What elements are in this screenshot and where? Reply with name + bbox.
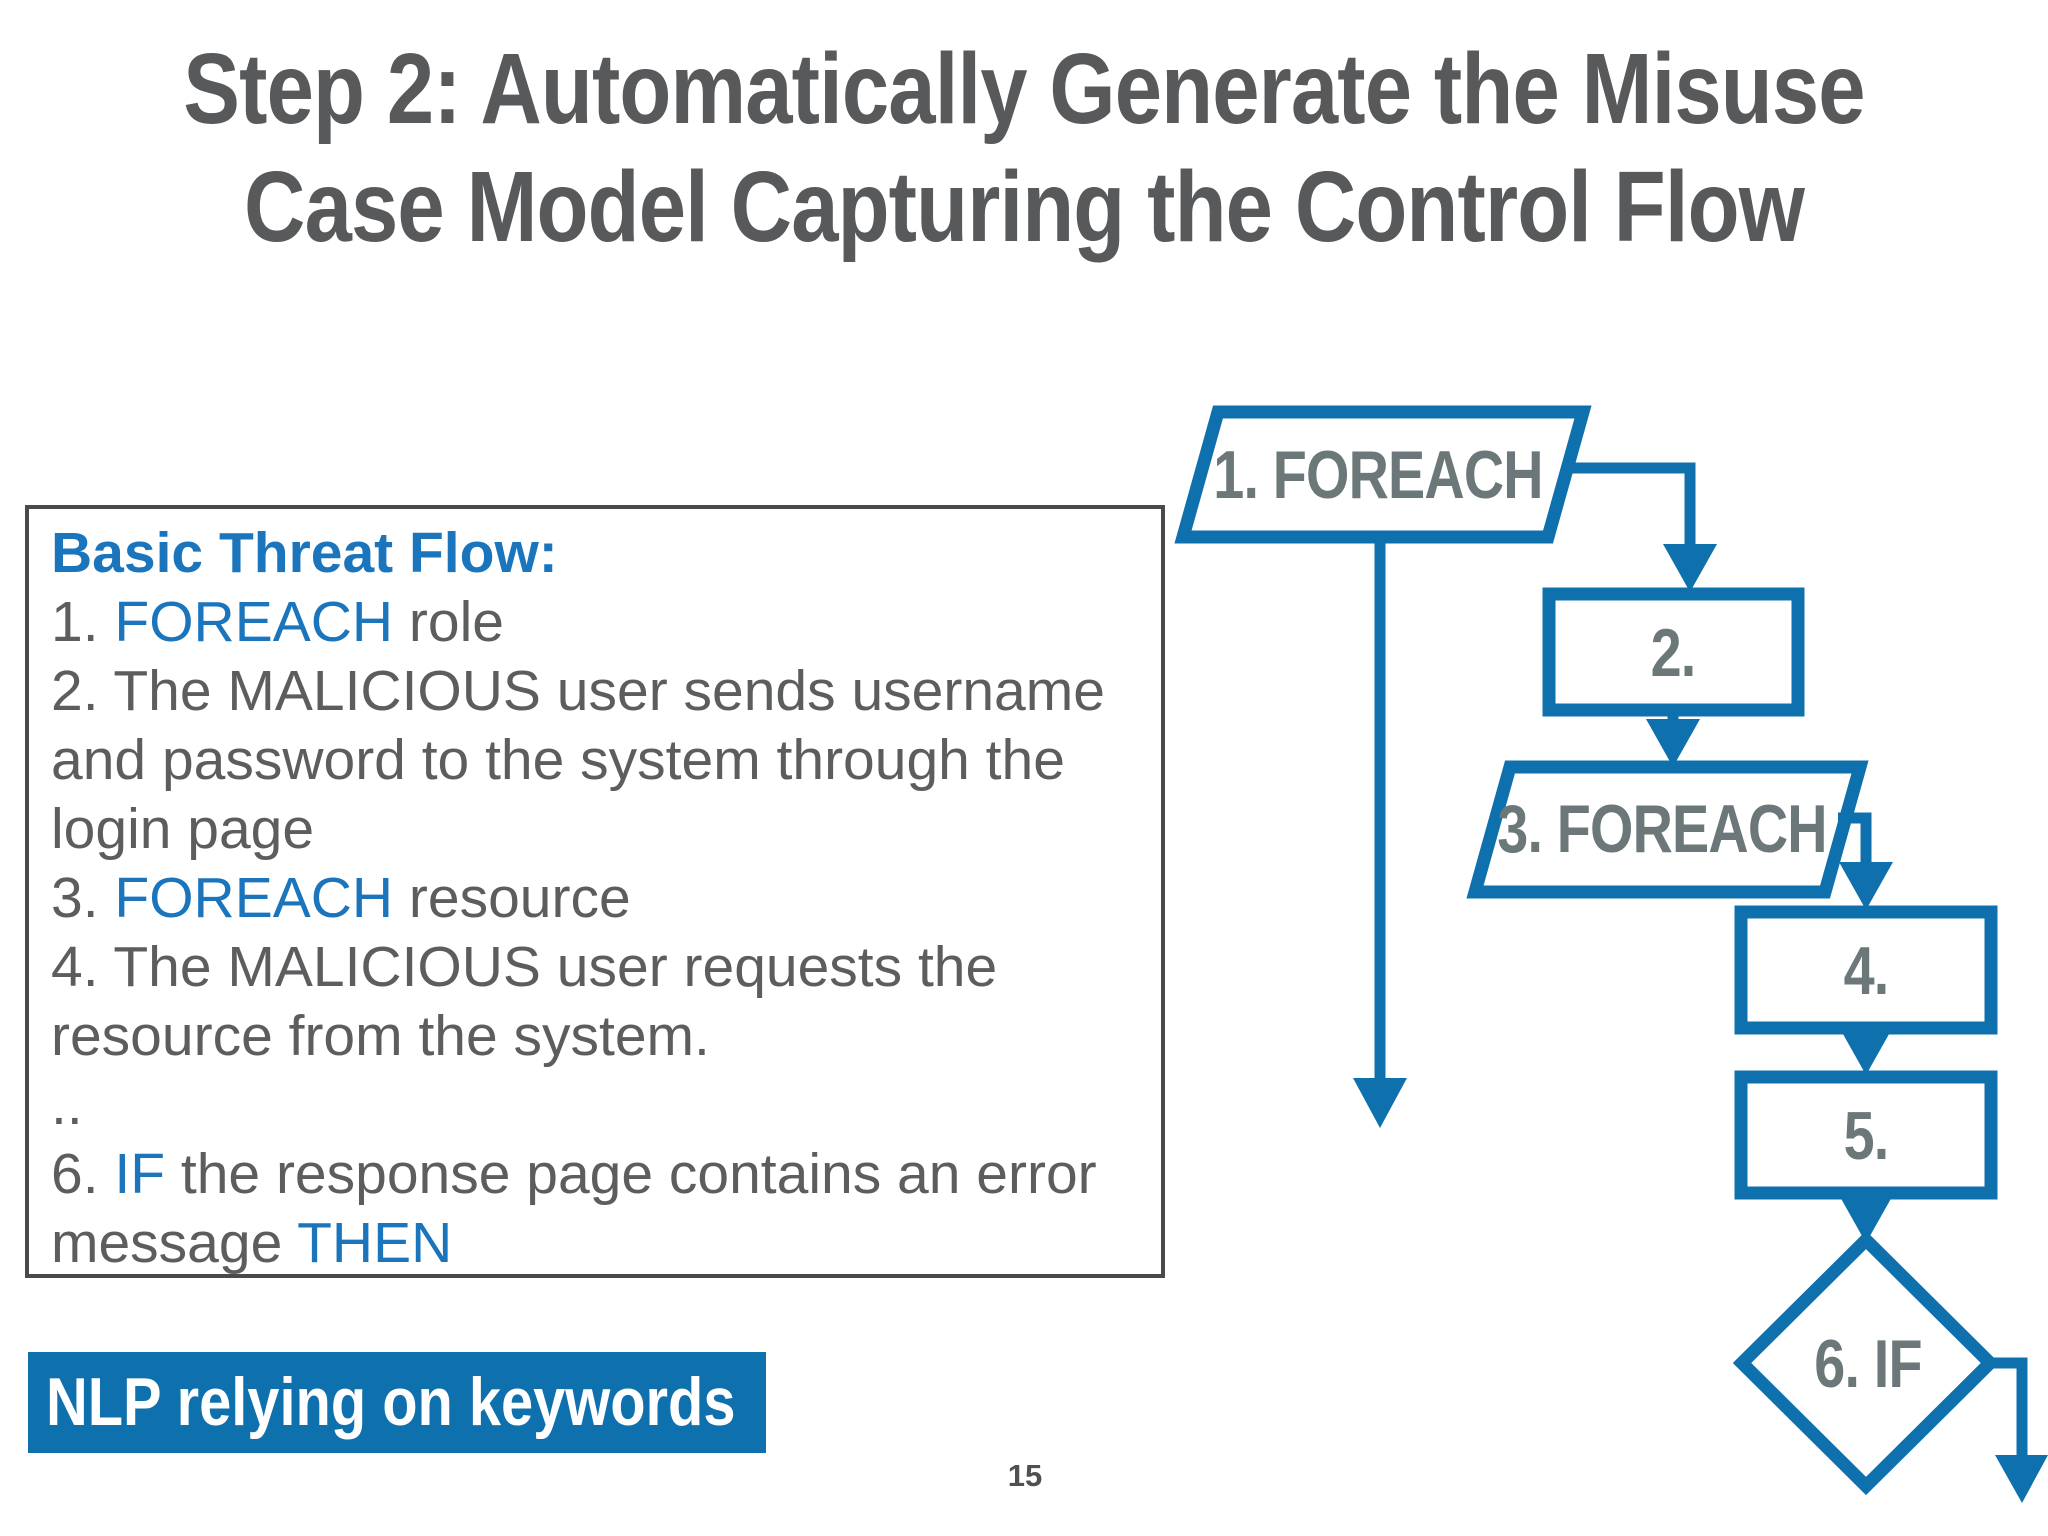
- connector-3-4: [1838, 812, 1872, 870]
- threat-flow-text: resource from the system.: [51, 1004, 710, 1068]
- flow-node-1-foreach: [1174, 405, 1592, 544]
- threat-flow-text: the response page contains an error: [165, 1142, 1097, 1206]
- flow-node-6-if: [1732, 1230, 2000, 1496]
- keyword-foreach: FOREACH: [114, 590, 394, 654]
- page-number: 15: [1007, 1458, 1043, 1493]
- exit-arrowhead-icon: [1995, 1455, 2048, 1503]
- threat-flow-line: 3. FOREACH resource: [51, 864, 1161, 933]
- connector-1-2: [1558, 462, 1696, 552]
- page-title: Step 2: Automatically Generate the Misus…: [154, 30, 1895, 266]
- keyword-foreach: FOREACH: [114, 866, 394, 930]
- page-title-line2: Case Model Capturing the Control Flow: [244, 151, 1805, 263]
- threat-flow-text: ..: [51, 1073, 83, 1137]
- threat-flow-line: ..: [51, 1071, 1161, 1140]
- flow-node-1-label: 1. FOREACH: [1213, 438, 1542, 513]
- threat-flow-text: role: [393, 590, 504, 654]
- arrowhead-5-6-icon: [1839, 1195, 1893, 1243]
- threat-flow-heading: Basic Threat Flow:: [51, 519, 1161, 588]
- threat-flow-text: login page: [51, 797, 315, 861]
- nlp-banner-label: NLP relying on keywords: [46, 1364, 736, 1440]
- keyword-then: THEN: [297, 1211, 453, 1275]
- threat-flow-text: and password to the system through the: [51, 728, 1065, 792]
- flow-node-4-label: 4.: [1844, 934, 1889, 1009]
- arrowhead-2-3-icon: [1646, 719, 1700, 767]
- keyword-if: IF: [114, 1142, 166, 1206]
- flow-node-5-label: 5.: [1844, 1099, 1889, 1174]
- threat-flow-text: 4. The MALICIOUS user requests the: [51, 935, 998, 999]
- threat-flow-heading-text: Basic Threat Flow:: [51, 521, 558, 585]
- threat-flow-text: 2. The MALICIOUS user sends username: [51, 659, 1105, 723]
- threat-flow-line: 6. IF the response page contains an erro…: [51, 1140, 1161, 1209]
- loop-arrowhead-icon: [1353, 1078, 1407, 1128]
- threat-flow-line: 4. The MALICIOUS user requests the: [51, 933, 1161, 1002]
- flow-node-2-label: 2.: [1651, 616, 1696, 691]
- threat-flow-line: login page: [51, 795, 1161, 864]
- threat-flow-line: 1. FOREACH role: [51, 588, 1161, 657]
- flow-node-3-foreach: [1466, 760, 1869, 899]
- threat-flow-box: Basic Threat Flow: 1. FOREACH role 2. Th…: [25, 505, 1165, 1278]
- exit-arrow-line: [1990, 1357, 2028, 1462]
- threat-flow-text: 6.: [51, 1142, 115, 1206]
- threat-flow-line: and password to the system through the: [51, 726, 1161, 795]
- flow-node-3-label: 3. FOREACH: [1497, 792, 1826, 867]
- arrowhead-1-2-icon: [1663, 544, 1717, 592]
- arrowhead-3-4-icon: [1839, 862, 1893, 910]
- flow-node-6-label: 6. IF: [1814, 1327, 1921, 1402]
- threat-flow-text: 1.: [51, 590, 115, 654]
- threat-flow-text: message: [51, 1211, 298, 1275]
- nlp-banner: NLP relying on keywords: [28, 1352, 766, 1453]
- threat-flow-line: message THEN: [51, 1209, 1161, 1278]
- threat-flow-text: resource: [393, 866, 631, 930]
- threat-flow-text: 3.: [51, 866, 115, 930]
- threat-flow-line: 2. The MALICIOUS user sends username: [51, 657, 1161, 726]
- page-title-line1: Step 2: Automatically Generate the Misus…: [183, 33, 1865, 145]
- arrowhead-4-5-icon: [1839, 1027, 1893, 1075]
- flow-node-4: [1734, 905, 1998, 1035]
- threat-flow-line: resource from the system.: [51, 1002, 1161, 1071]
